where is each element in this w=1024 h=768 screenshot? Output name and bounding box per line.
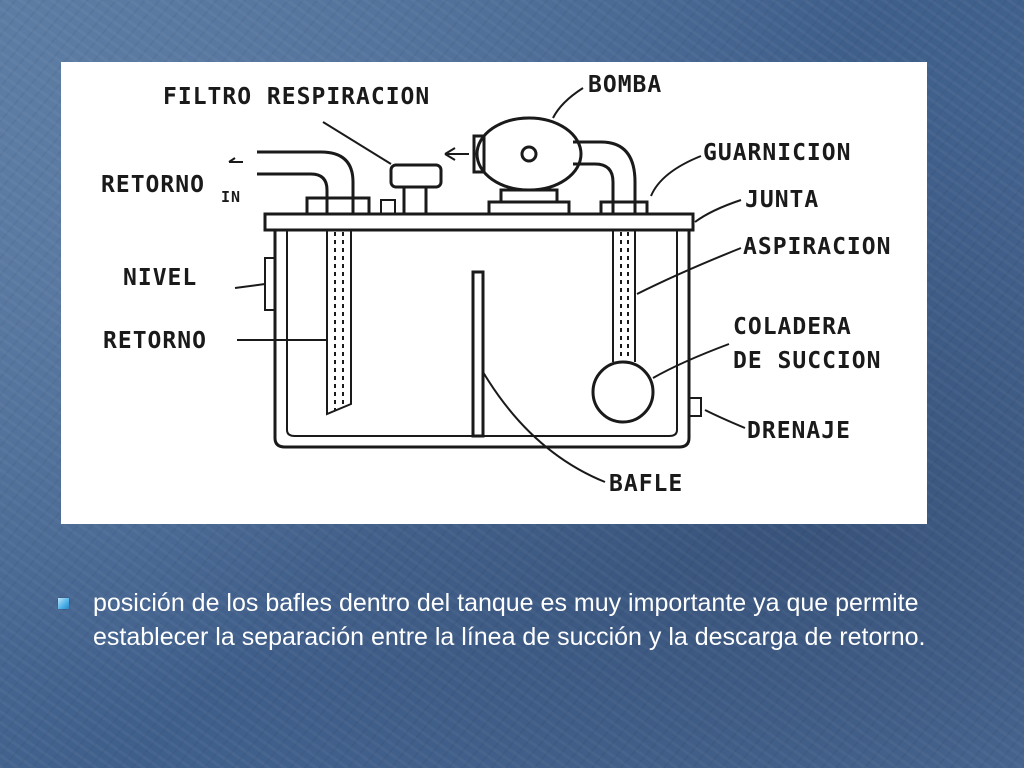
leader-filtro	[322, 121, 392, 165]
leader-bafle	[482, 371, 606, 483]
bullet-text: posición de los bafles dentro del tanque…	[93, 589, 926, 651]
suction-strainer	[591, 360, 655, 424]
label-bafle: BAFLE	[609, 471, 683, 497]
label-in: IN	[221, 188, 241, 206]
label-nivel: NIVEL	[123, 265, 197, 291]
drain-plug	[688, 397, 702, 417]
leader-guarnicion	[650, 155, 702, 197]
leader-bomba	[552, 87, 584, 119]
tank-lid	[263, 212, 695, 232]
pump-base	[487, 200, 571, 216]
breather-filter-cap	[389, 163, 443, 189]
tank-outer-wall	[273, 230, 691, 449]
label-coladera: COLADERA	[733, 314, 852, 340]
arrow-in	[228, 157, 243, 163]
pump-mount	[499, 188, 559, 204]
label-guarnicion: GUARNICION	[703, 140, 851, 166]
tank-diagram-svg: FILTRO RESPIRACION BOMBA GUARNICION JUNT…	[101, 72, 891, 497]
pump-end-plate	[472, 134, 486, 174]
suction-pipe-down	[612, 230, 636, 362]
baffle-plate	[471, 270, 485, 438]
leader-junta	[694, 199, 742, 223]
return-pipe-elbow-inner	[257, 172, 329, 214]
label-retorno-in: RETORNO	[101, 172, 205, 198]
pump-body	[475, 116, 583, 192]
return-pipe-down	[326, 230, 352, 416]
bullet-square-icon	[58, 598, 69, 609]
suction-pipe-elbow-inner	[573, 162, 615, 214]
suction-gasket	[599, 200, 649, 216]
label-retorno: RETORNO	[103, 328, 207, 354]
label-filtro-respiracion: FILTRO RESPIRACION	[163, 84, 430, 110]
arrow-to-pump-head	[444, 147, 456, 161]
bullet-item: posición de los bafles dentro del tanque…	[58, 586, 958, 654]
leader-nivel	[234, 283, 266, 289]
breather-base-left	[380, 199, 396, 215]
return-pipe-elbow	[257, 150, 355, 214]
leader-coladera	[652, 343, 730, 379]
label-junta: JUNTA	[745, 187, 819, 213]
tank-diagram: FILTRO RESPIRACION BOMBA GUARNICION JUNT…	[61, 62, 927, 524]
label-de-succion: DE SUCCION	[733, 348, 881, 374]
suction-pipe-elbow	[573, 140, 637, 214]
return-flange	[305, 196, 371, 216]
leader-drenaje	[704, 409, 746, 429]
label-drenaje: DRENAJE	[747, 418, 851, 444]
pump-shaft	[520, 145, 538, 163]
breather-filter-stem	[402, 185, 428, 216]
label-aspiracion: ASPIRACION	[743, 234, 891, 260]
leader-aspiracion	[636, 247, 742, 295]
label-bomba: BOMBA	[588, 72, 662, 98]
